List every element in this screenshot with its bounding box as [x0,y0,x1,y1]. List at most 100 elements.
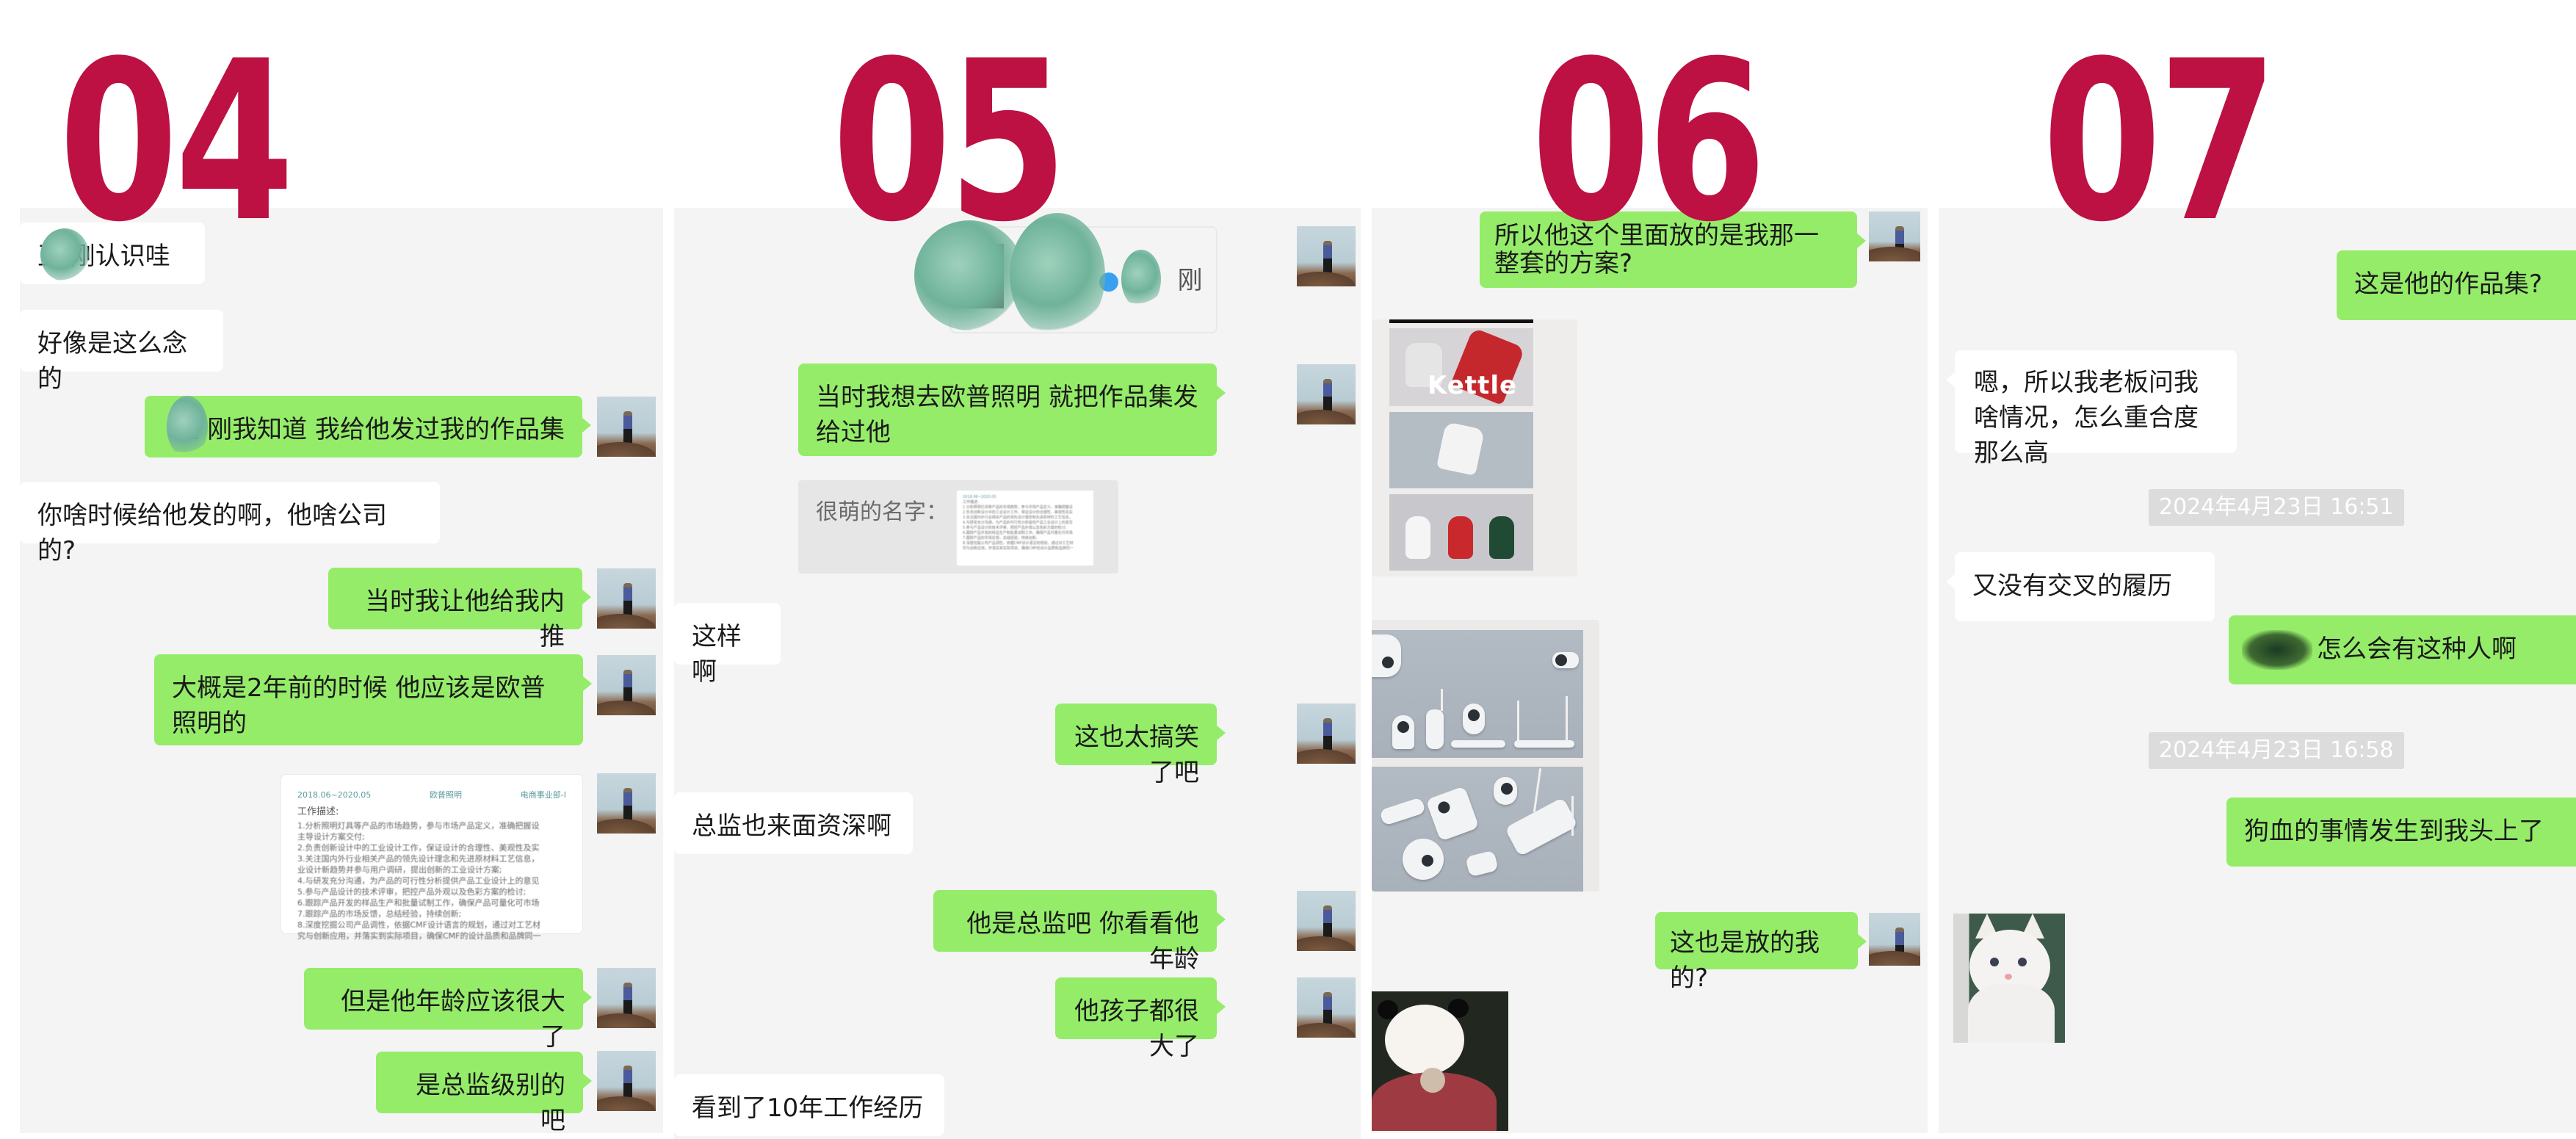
thumb-line: 工作描述: [963,500,979,505]
message-text: 大概是2年前的时候 他应该是欧普照明的 [172,673,546,738]
cat-eye-left [1990,958,1999,966]
message-outgoing[interactable]: 他是总监吧 你看看他年龄 [933,890,1226,974]
chat-panel-06: 所以他这个里面放的是我那一整套的方案? Kettle [1372,208,1928,1133]
message-text: 他是总监吧 你看看他年龄 [966,909,1199,974]
avatar[interactable] [597,655,656,715]
avatar-person-figure [623,411,632,444]
cat-eye-right [2018,958,2027,966]
message-outgoing[interactable]: 当时我让他给我内推 [328,568,591,651]
message-incoming[interactable]: 总监也来面资深啊 [674,792,913,854]
avatar[interactable] [597,968,656,1028]
camera-tile-2 [1372,767,1583,892]
avatar-rock [1297,410,1356,424]
kettle-clear [1405,343,1442,387]
message-outgoing[interactable]: 这是他的作品集? [2337,250,2576,320]
section-number-07: 07 [2042,14,2278,270]
message-outgoing[interactable]: 大概是2年前的时候 他应该是欧普照明的 [154,654,592,745]
kettle-white [1405,516,1430,559]
quoted-reply[interactable]: 很萌的名字： 2018.06~2020.05 工作描述: 1.分析照明灯具等产品… [798,480,1118,574]
message-text: 是总监级别的吧 [416,1071,565,1133]
privacy-leaf-overlay [167,396,208,458]
message-outgoing[interactable]: 但是他年龄应该很大了 [304,968,592,1052]
obscured-name-overlay [2242,630,2312,670]
avatar[interactable] [1297,891,1356,951]
message-text: 这也太搞笑了吧 [1074,723,1199,787]
image-message-cameras[interactable] [1372,620,1599,892]
section-number-04: 04 [59,14,294,270]
resume-department: 电商事业部-I [520,790,566,800]
router-antenna [1533,768,1542,812]
avatar-rock [1869,951,1920,966]
message-outgoing[interactable]: 他孩子都很大了 [1055,977,1226,1061]
thumb-line: 6.跟踪产品开发的样品生产和批量试制工作，确保产品可量化可市场 [963,531,1073,535]
resume-line: 究与创新应用，并落实到实际项目，确保CMF的设计品质和品牌同一 [297,931,541,941]
router-antenna [1517,701,1519,742]
image-message-kettles[interactable]: Kettle [1372,319,1577,576]
contact-card-message[interactable]: ● 王刚 [914,213,1218,338]
message-incoming[interactable]: 王 刚认识哇 [20,223,205,284]
kettle-tile-3 [1389,494,1533,571]
message-incoming[interactable]: 又没有交叉的履历 [1946,552,2215,621]
resume-line: 3.关注国内外行业相关产品的领先设计理念和先进原材料工艺信息， [297,854,540,864]
message-incoming[interactable]: 你啥时候给他发的啊，他啥公司的? [20,482,440,565]
avatar[interactable] [1297,226,1356,286]
avatar[interactable] [597,568,656,629]
message-outgoing[interactable]: 狗血的事情发生到我头上了 [2226,798,2576,867]
avatar[interactable] [1297,977,1356,1038]
avatar-person-figure [1323,718,1332,751]
resume-line: 7.跟踪产品的市场反馈，总结经验，持续创新; [297,909,462,919]
message-text: 他孩子都很大了 [1074,997,1199,1061]
privacy-leaf-overlay [40,228,89,281]
panda-meme-sticker[interactable] [1372,991,1508,1131]
message-text: 但是他年龄应该很大了 [341,987,565,1052]
thumb-line: 4.与研发充分沟通，为产品的可行性分析提供产品工业设计上的意见 [963,521,1073,525]
resume-meta-row: 2018.06~2020.05 欧普照明 电商事业部-I [297,789,566,800]
avatar[interactable] [597,773,656,834]
thumb-line: 8.深度挖掘公司产品调性，依据CMF设计语言的规划，通过对工艺材 [963,541,1074,546]
chat-panel-05: ● 王刚 当时我想去欧普照明 就把作品集发给过他 很萌的名字： 2018.06~… [674,208,1361,1139]
avatar[interactable] [1297,704,1356,764]
privacy-leaf-overlay [914,220,1024,330]
avatar-rock [597,819,656,834]
message-outgoing[interactable]: 这也是放的我的? [1655,912,1867,993]
camera-mount [1425,786,1480,842]
avatar-person-figure [1323,905,1332,938]
camera-ptz [1494,777,1517,805]
resume-screenshot-message[interactable]: 2018.06~2020.05 欧普照明 电商事业部-I 工作描述: 1.分析照… [281,774,583,941]
avatar[interactable] [597,397,656,457]
camera-tile-1 [1372,630,1583,758]
router-antenna [1566,696,1568,742]
message-incoming[interactable]: 好像是这么念的 [20,310,223,394]
message-outgoing[interactable]: 所以他这个里面放的是我那一整套的方案? [1480,211,1866,288]
kettle-green [1489,516,1514,559]
message-outgoing[interactable]: 王 刚我知道 我给他发过我的作品集 [145,396,591,458]
avatar[interactable] [1869,913,1920,966]
white-cat-sticker[interactable] [1953,914,2065,1043]
message-incoming[interactable]: 这样啊 [674,603,781,687]
resume-dates: 2018.06~2020.05 [297,790,372,800]
avatar-rock [1297,749,1356,764]
privacy-leaf-overlay [1121,250,1161,308]
message-outgoing[interactable]: 当时我想去欧普照明 就把作品集发给过他 [798,364,1226,456]
avatar[interactable] [597,1051,656,1111]
chat-panel-07: 这是他的作品集? 嗯，所以我老板问我啥情况，怎么重合度那么高 2024年4月23… [1939,208,2576,1133]
message-outgoing[interactable]: 怎么会有这种人啊 [2229,615,2576,684]
message-outgoing[interactable]: 是总监级别的吧 [376,1052,592,1133]
avatar[interactable] [1297,364,1356,424]
avatar-rock [1297,1023,1356,1038]
avatar-person-figure [1323,379,1332,411]
resume-company: 欧普照明 [429,790,462,800]
thumb-line: 5.参与产品设计的技术评审，把控产品外观以及色彩方案的检讨; [963,526,1067,530]
walkie-talkie [1379,797,1426,826]
message-outgoing[interactable]: 这也太搞笑了吧 [1055,704,1226,787]
avatar-person-figure [623,1066,632,1098]
message-text: 狗血的事情发生到我头上了 [2244,817,2544,846]
kettle-label: Kettle [1428,371,1518,400]
cat-body [1968,984,2055,1043]
message-incoming[interactable]: 看到了10年工作经历 [674,1074,944,1136]
message-incoming[interactable]: 嗯，所以我老板问我啥情况，怎么重合度那么高 [1946,350,2237,468]
avatar-rock [597,701,656,715]
avatar[interactable] [1869,211,1920,261]
resume-line: 业设计新趋势并参与用户调研，提出创新的工业设计方案; [297,865,502,875]
kettle-white [1436,422,1486,476]
